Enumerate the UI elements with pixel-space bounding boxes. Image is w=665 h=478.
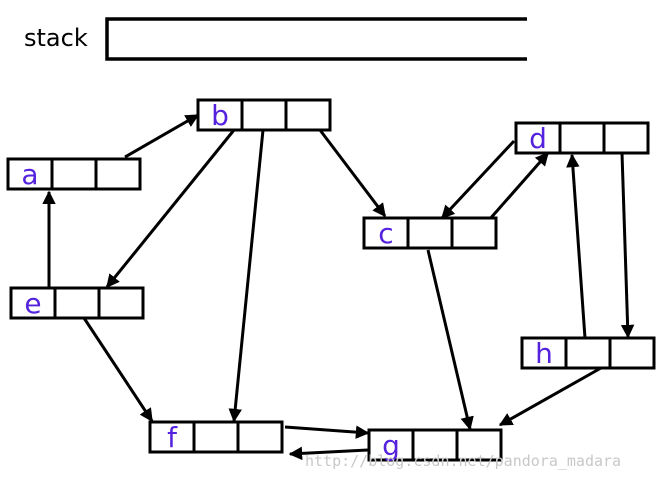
node-d-pointer-cell [602, 121, 650, 155]
edge-d-to-c [440, 139, 516, 220]
node-e-pointer-cell [53, 286, 101, 320]
node-g-pointer-cell [411, 428, 459, 462]
node-e-pointer-cell [97, 286, 145, 320]
node-e: e [9, 286, 145, 320]
node-a-pointer-cell [50, 157, 98, 191]
edge-g-to-f [288, 446, 369, 461]
node-c-pointer-cell [450, 216, 498, 250]
node-h-label: h [535, 337, 553, 370]
node-c: c [362, 216, 498, 250]
node-d-label: d [529, 122, 547, 155]
node-layer: a b c d e f g h [6, 98, 656, 462]
edge-c-to-g [426, 249, 474, 431]
node-g-label: g [382, 429, 400, 462]
edge-h-to-d [566, 153, 587, 339]
node-c-pointer-cell [406, 216, 454, 250]
node-d-pointer-cell [558, 121, 606, 155]
node-a-pointer-cell [94, 157, 142, 191]
edge-h-to-g [498, 366, 602, 427]
node-h-pointer-cell [608, 336, 656, 370]
edge-b-to-c [318, 129, 387, 218]
node-a-label: a [21, 158, 38, 191]
watermark: http://blog.csdn.net/pandora_madara [305, 452, 621, 470]
edge-b-to-e [105, 129, 236, 289]
node-g-pointer-cell [455, 428, 503, 462]
node-g: g [367, 428, 503, 462]
node-h-pointer-cell [564, 336, 612, 370]
node-b-label: b [211, 99, 229, 132]
node-a: a [6, 157, 142, 191]
node-d: d [514, 121, 650, 155]
edge-b-to-f [228, 129, 265, 423]
stack-label: stack [24, 24, 88, 52]
node-h: h [520, 336, 656, 370]
stack-container [105, 17, 527, 61]
edge-d-to-h [620, 152, 635, 339]
edge-layer [42, 113, 635, 461]
node-f-pointer-cell [236, 420, 284, 454]
edge-f-to-g [284, 425, 370, 439]
node-f-label: f [167, 421, 178, 454]
edge-a-to-b [124, 113, 200, 159]
node-f: f [148, 420, 284, 454]
node-b: b [196, 98, 332, 132]
edge-e-to-f [82, 317, 154, 423]
node-c-label: c [378, 217, 393, 250]
node-e-label: e [24, 287, 41, 320]
node-f-pointer-cell [192, 420, 240, 454]
node-b-pointer-cell [284, 98, 332, 132]
node-b-pointer-cell [240, 98, 288, 132]
edge-c-to-d [487, 151, 550, 221]
